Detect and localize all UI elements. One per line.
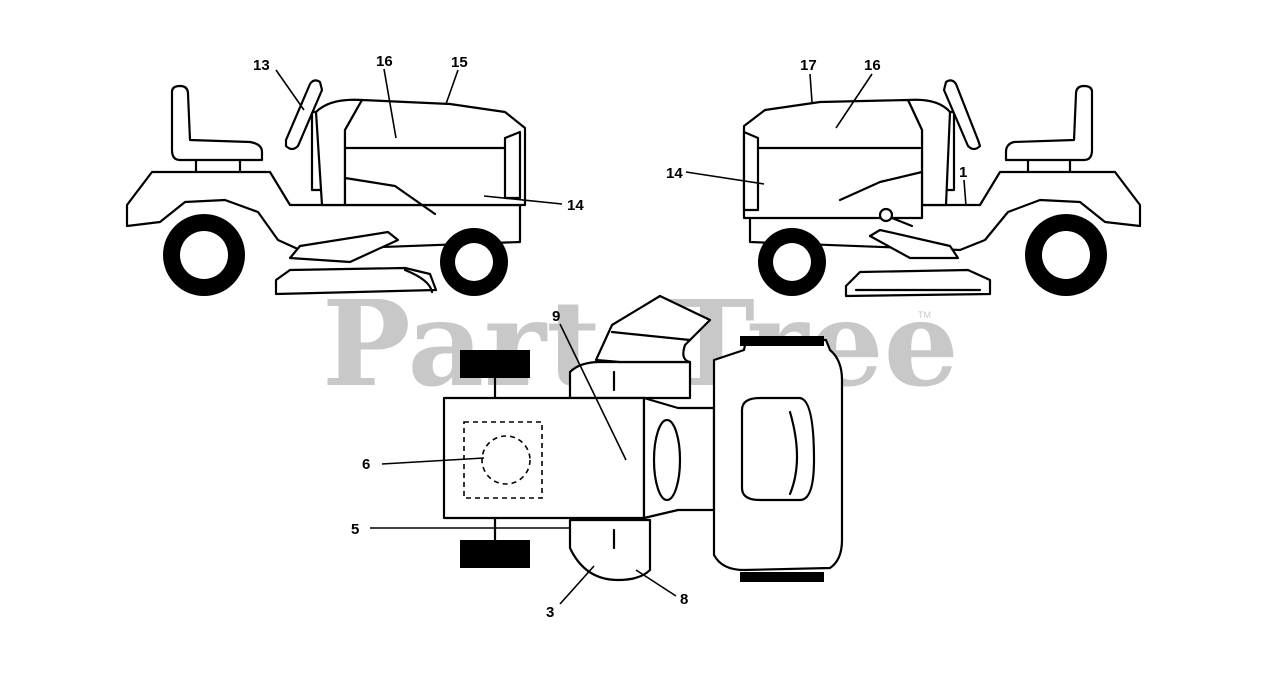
callout-16-left: 16 [376, 53, 393, 70]
leader-lines [275, 68, 967, 605]
watermark-trademark: TM [918, 310, 931, 320]
top-view-illustration [442, 294, 844, 582]
callout-14-right: 14 [666, 165, 683, 182]
callout-13: 13 [253, 57, 270, 74]
right-tractor-illustration [742, 79, 1142, 298]
callout-17: 17 [800, 57, 817, 74]
callout-1: 1 [959, 164, 967, 181]
callout-8: 8 [680, 591, 688, 608]
callout-9: 9 [552, 308, 560, 325]
callout-5: 5 [351, 521, 359, 538]
top-view-rear-wheel-upper [460, 350, 530, 378]
callout-16-right: 16 [864, 57, 881, 74]
callout-15: 15 [451, 54, 468, 71]
callout-labels: 13 16 15 14 17 16 14 1 9 6 5 3 8 [253, 53, 967, 621]
callout-6: 6 [362, 456, 370, 473]
left-tractor-illustration [125, 79, 527, 296]
callout-3: 3 [546, 604, 554, 621]
top-view-rear-wheel-lower [460, 540, 530, 568]
callout-14-left: 14 [567, 197, 584, 214]
